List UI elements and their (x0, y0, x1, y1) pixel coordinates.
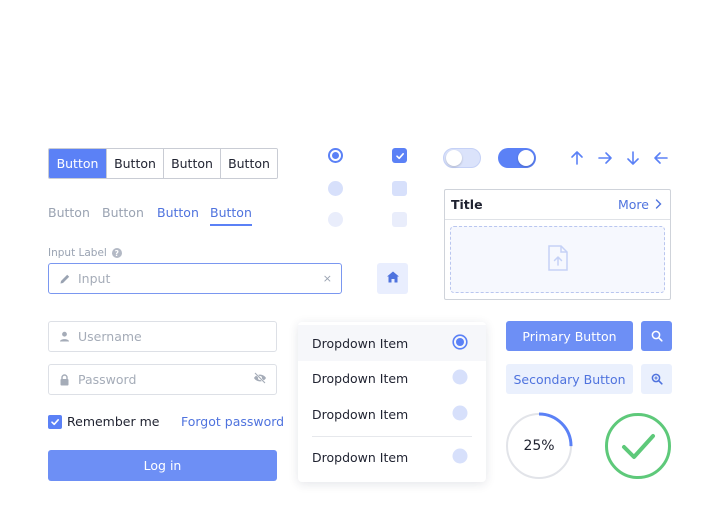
dropdown-item-label: Dropdown Item (312, 335, 409, 351)
radio-selected-icon (452, 333, 468, 353)
check-icon (622, 434, 655, 459)
radio-selected[interactable] (328, 148, 343, 163)
username-input[interactable]: Username (48, 321, 277, 352)
text-input[interactable]: Input × (48, 263, 342, 294)
arrow-up-icon[interactable] (569, 150, 585, 166)
segmented-button-group: Button Button Button Button (48, 148, 278, 179)
upload-dropzone[interactable] (450, 226, 665, 293)
home-icon (386, 269, 400, 288)
user-icon (58, 330, 71, 343)
dropdown-item-1[interactable]: Dropdown Item (298, 325, 486, 361)
file-upload-icon (547, 244, 569, 275)
tab-3[interactable]: Button (157, 205, 199, 220)
progress-label: 25% (523, 438, 555, 454)
dropdown-item-label: Dropdown Item (312, 449, 409, 465)
input-label: Input Label ? (48, 247, 122, 259)
chevron-right-icon (655, 197, 662, 212)
dropdown-item-4[interactable]: Dropdown Item (298, 439, 486, 475)
dropdown-item-label: Dropdown Item (312, 370, 409, 386)
help-icon[interactable]: ? (111, 248, 122, 258)
remember-label: Remember me (67, 414, 160, 429)
arrow-down-icon[interactable] (625, 150, 641, 166)
radio-unselected-icon (452, 369, 468, 388)
zoom-in-icon (651, 370, 663, 389)
segmented-button-1[interactable]: Button (49, 149, 106, 178)
clear-icon[interactable]: × (322, 272, 332, 285)
success-check (604, 412, 672, 480)
card-more-label: More (618, 197, 649, 212)
checkbox-checked[interactable] (392, 148, 407, 163)
dropdown-item-3[interactable]: Dropdown Item (298, 396, 486, 432)
card-more-link[interactable]: More (618, 197, 662, 212)
dropdown-item-2[interactable]: Dropdown Item (298, 360, 486, 396)
lock-icon (58, 373, 71, 386)
segmented-button-4[interactable]: Button (220, 149, 277, 178)
tab-1[interactable]: Button (48, 205, 90, 220)
password-placeholder: Password (78, 372, 137, 387)
checkbox-disabled[interactable] (392, 181, 407, 196)
card-header: Title More (445, 190, 670, 220)
primary-button[interactable]: Primary Button (506, 321, 633, 351)
arrow-right-icon[interactable] (597, 150, 613, 166)
segmented-button-2[interactable]: Button (106, 149, 163, 178)
toggle-on[interactable] (498, 148, 536, 168)
input-label-text: Input Label (48, 247, 107, 259)
circular-progress: 25% (505, 412, 573, 480)
tab-4-active[interactable]: Button (210, 205, 252, 226)
dropdown-menu: Dropdown Item Dropdown Item Dropdown Ite… (298, 322, 486, 482)
login-button[interactable]: Log in (48, 450, 277, 481)
eye-off-icon[interactable] (253, 372, 267, 387)
dropdown-item-label: Dropdown Item (312, 406, 409, 422)
forgot-password-link[interactable]: Forgot password (181, 414, 285, 429)
checkbox-disabled-light[interactable] (392, 212, 407, 227)
pencil-icon (58, 272, 71, 285)
arrow-left-icon[interactable] (653, 150, 669, 166)
tab-2[interactable]: Button (102, 205, 144, 220)
progress-arc (505, 412, 573, 480)
password-input[interactable]: Password (48, 364, 277, 395)
radio-disabled[interactable] (328, 181, 343, 196)
remember-me[interactable]: Remember me (48, 414, 159, 429)
upload-card: Title More (444, 189, 671, 300)
zoom-in-button[interactable] (641, 364, 672, 394)
radio-disabled-light[interactable] (328, 212, 343, 227)
toggle-off[interactable] (443, 148, 481, 168)
dropdown-divider (312, 436, 472, 437)
search-button[interactable] (641, 321, 672, 351)
segmented-button-3[interactable]: Button (163, 149, 220, 178)
radio-unselected-icon (452, 405, 468, 424)
search-icon (651, 327, 663, 346)
text-input-placeholder: Input (78, 271, 111, 286)
secondary-button[interactable]: Secondary Button (506, 364, 633, 394)
radio-unselected-icon (452, 448, 468, 467)
card-title: Title (451, 197, 483, 212)
username-placeholder: Username (78, 329, 142, 344)
remember-checkbox[interactable] (48, 414, 62, 429)
home-button[interactable] (377, 263, 408, 294)
